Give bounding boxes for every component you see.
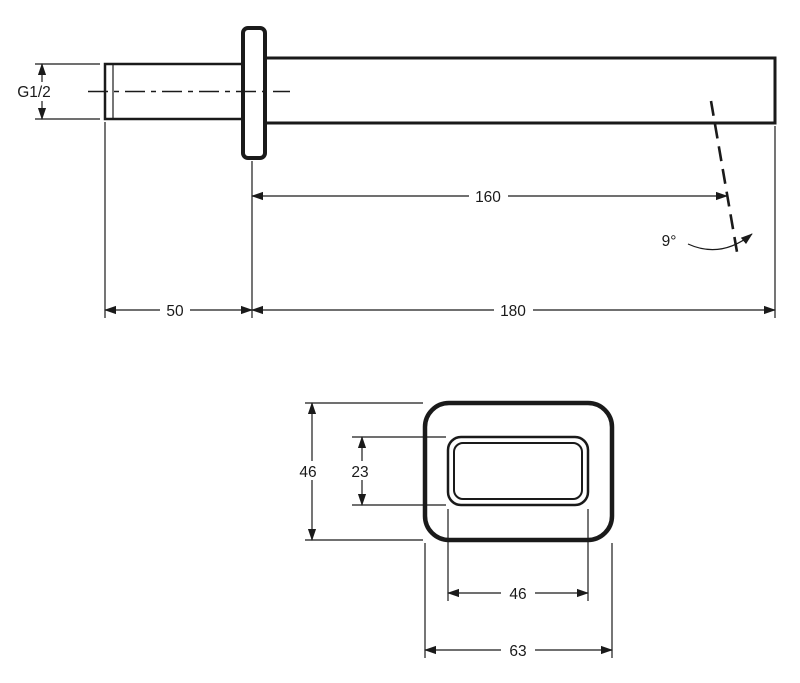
- mounting-flange: [241, 26, 267, 160]
- spout-body: [246, 56, 777, 125]
- dim-label-opening-height: 23: [351, 464, 368, 481]
- outlet-rim-inner: [453, 442, 583, 500]
- dim-label-opening-width: 46: [509, 586, 526, 603]
- dim-label-50: 50: [166, 303, 184, 320]
- dim-outer-height-46: 46: [292, 402, 423, 541]
- dim-thread-size: G1/2: [12, 63, 100, 120]
- dim-outer-width-63: 63: [424, 543, 613, 660]
- dim-160: 160: [251, 187, 728, 206]
- label-background: [345, 461, 375, 480]
- label-background: [12, 82, 57, 101]
- label-background: [501, 584, 535, 603]
- dim-label-outer-width: 63: [509, 643, 526, 660]
- label-background: [469, 187, 508, 205]
- spout-side-view: 9° G1/2 160 50: [12, 26, 777, 320]
- dim-label-outer-height: 46: [299, 464, 316, 481]
- label-background: [501, 641, 535, 660]
- spout-front-view: 46 23 46: [292, 400, 615, 660]
- angle-arc: [687, 233, 753, 251]
- label-background: [292, 461, 324, 480]
- dim-50: 50: [104, 301, 253, 320]
- dim-label-180: 180: [500, 303, 526, 320]
- dim-opening-width-46: 46: [447, 509, 589, 603]
- thread-size-label: G1/2: [17, 84, 51, 101]
- label-background: [494, 301, 533, 319]
- dim-opening-height-23: 23: [345, 436, 446, 506]
- angle-label: 9°: [662, 233, 677, 250]
- dim-label-160: 160: [475, 189, 501, 206]
- water-stream-line: [709, 100, 739, 253]
- dim-180: 180: [251, 301, 776, 320]
- label-background: [160, 301, 190, 319]
